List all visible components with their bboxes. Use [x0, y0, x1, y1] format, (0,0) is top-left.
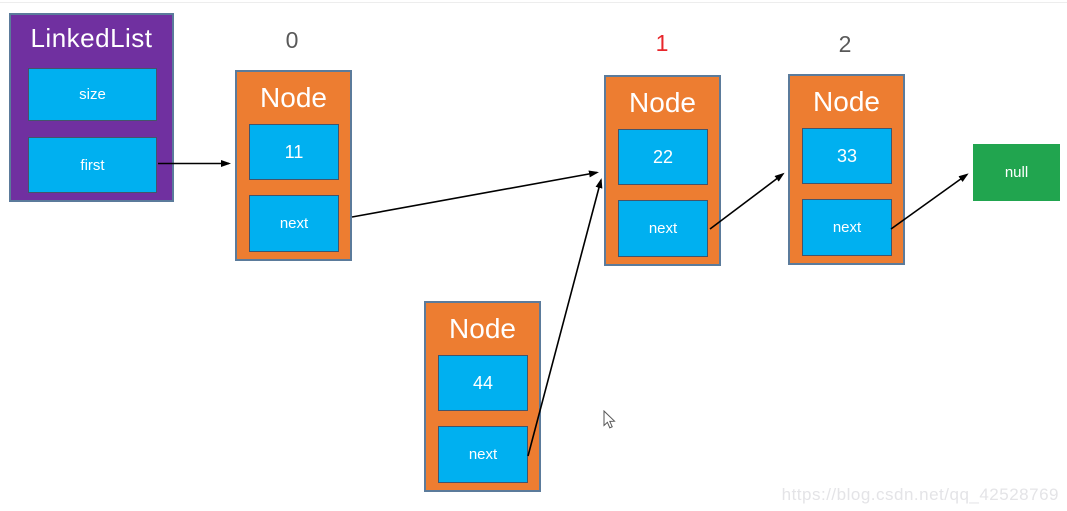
node-1-value-cell: 22 — [618, 129, 708, 185]
slide-top-divider — [0, 2, 1067, 3]
node-44-next-cell: next — [438, 426, 528, 483]
node-index-2: 2 — [838, 31, 852, 57]
node-2-title: Node — [813, 86, 880, 117]
node-box-1: Node 22 next — [604, 75, 721, 266]
node-0-next-cell: next — [249, 195, 339, 252]
node-box-44: Node 44 next — [424, 301, 541, 492]
node-0-value-cell: 11 — [249, 124, 339, 180]
node-44-value-cell: 44 — [438, 355, 528, 411]
null-terminator-box: null — [973, 144, 1060, 201]
node-index-0: 0 — [285, 27, 299, 53]
node-index-1: 1 — [655, 30, 669, 56]
node-0-title: Node — [260, 82, 327, 113]
node-1-title: Node — [629, 87, 696, 118]
linkedlist-size-field: size — [28, 68, 157, 121]
node-44-title: Node — [449, 313, 516, 344]
linkedlist-box: LinkedList size first — [9, 13, 174, 202]
linkedlist-first-field: first — [28, 137, 157, 193]
node-2-next-cell: next — [802, 199, 892, 256]
node-1-next-cell: next — [618, 200, 708, 257]
node-box-0: Node 11 next — [235, 70, 352, 261]
linkedlist-title: LinkedList — [30, 23, 153, 53]
arrow-node0-to-node1 — [351, 170, 599, 218]
csdn-watermark: https://blog.csdn.net/qq_42528769 — [781, 485, 1059, 504]
mouse-cursor-icon — [603, 410, 616, 429]
node-2-value-cell: 33 — [802, 128, 892, 184]
node-box-2: Node 33 next — [788, 74, 905, 265]
